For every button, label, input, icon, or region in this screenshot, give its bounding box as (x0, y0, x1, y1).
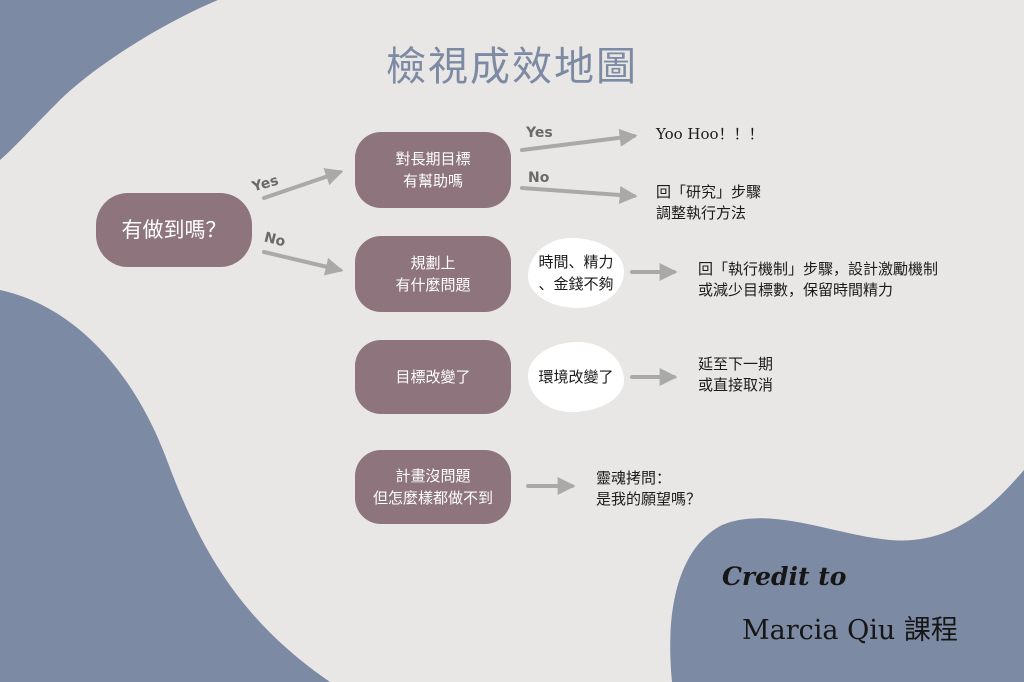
cause-time-energy-money: 時間、精力 、金錢不夠 (528, 238, 624, 308)
arrow-longterm-yes (520, 128, 638, 152)
node-planning-problem: 規劃上 有什麼問題 (355, 236, 511, 312)
credit-source: Marcia Qiu 課程 (742, 615, 958, 646)
credit-label: Credit to (722, 562, 847, 591)
arrow-root-no (262, 250, 344, 276)
decor-shape-top-left (0, 0, 218, 160)
label-yes-longterm: Yes (526, 125, 553, 141)
arrow-longterm-no (520, 185, 638, 204)
node-root-did-you-do-it: 有做到嗎？ (96, 193, 252, 267)
node-long-term-goal: 對長期目標 有幫助嗎 (355, 132, 511, 208)
outcome-soul-question: 靈魂拷問： 是我的願望嗎？ (596, 469, 702, 508)
arrow-root-yes (262, 168, 344, 200)
node-goal-changed: 目標改變了 (355, 340, 511, 414)
page-title: 檢視成效地圖 (386, 44, 638, 90)
outcome-back-to-research: 回「研究」步驟 調整執行方法 (656, 183, 762, 222)
cause-environment-changed: 環境改變了 (528, 342, 624, 412)
outcome-postpone-or-cancel: 延至下一期 或直接取消 (698, 355, 774, 394)
label-no-longterm: No (528, 170, 550, 186)
decor-shape-bottom-right (670, 470, 1024, 682)
outcome-yoo-hoo: Yoo Hoo！！！ (656, 125, 764, 143)
outcome-back-to-mechanism: 回「執行機制」步驟，設計激勵機制 或減少目標數，保留時間精力 (698, 260, 939, 299)
node-plan-ok-but-cant: 計畫沒問題 但怎麼樣都做不到 (355, 450, 511, 524)
decor-shape-bottom-left (0, 290, 330, 682)
